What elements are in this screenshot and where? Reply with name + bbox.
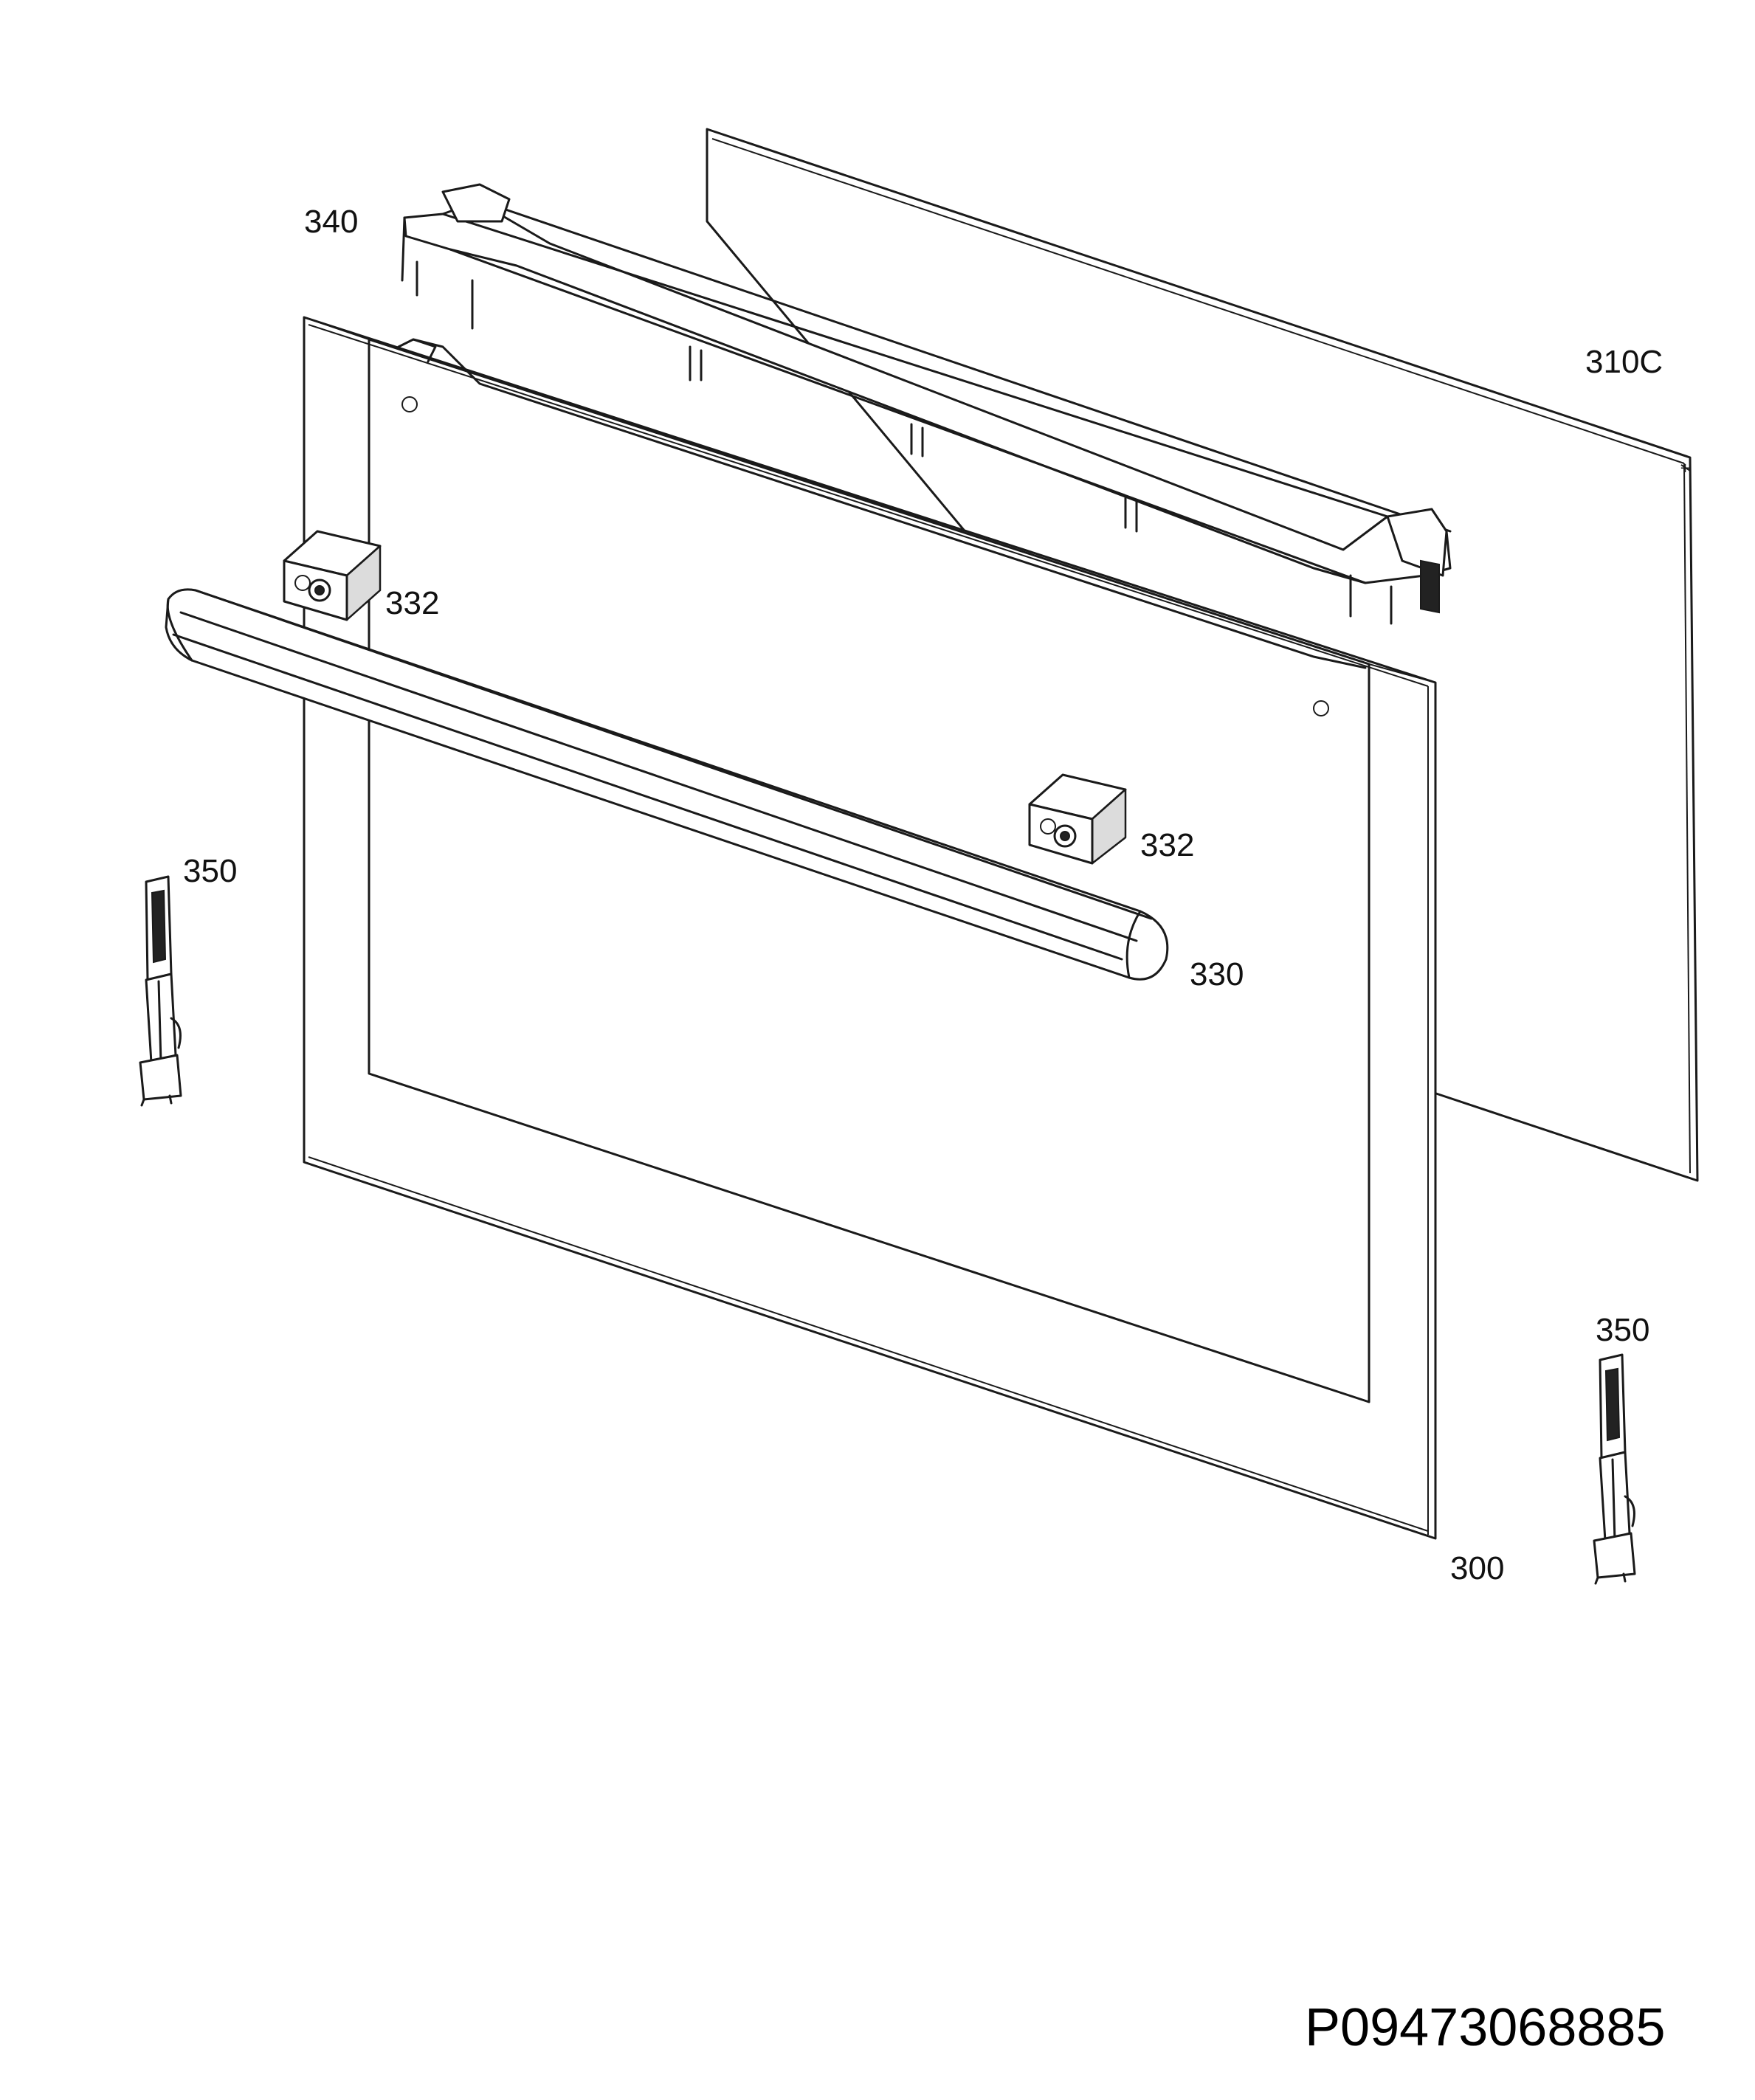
callout-350-right: 350 [1596,1312,1649,1348]
callout-332-left: 332 [385,585,439,621]
callout-300: 300 [1450,1550,1504,1586]
callout-310c: 310C [1585,344,1663,380]
door-hinge-350-left [139,875,182,1107]
handle-mount-332-left [283,530,382,621]
door-handle-330 [165,588,1169,981]
handle-mount-332-right [1028,773,1127,865]
svg-text:+: + [1680,460,1691,476]
callout-340: 340 [304,204,358,240]
door-hinge-350-right [1593,1353,1636,1585]
callout-350-left: 350 [183,853,237,889]
document-number: P09473068885 [1305,1998,1666,2057]
callout-330: 330 [1190,956,1244,992]
door-top-profile-340 [397,183,1452,669]
callout-332-right: 332 [1140,827,1194,863]
